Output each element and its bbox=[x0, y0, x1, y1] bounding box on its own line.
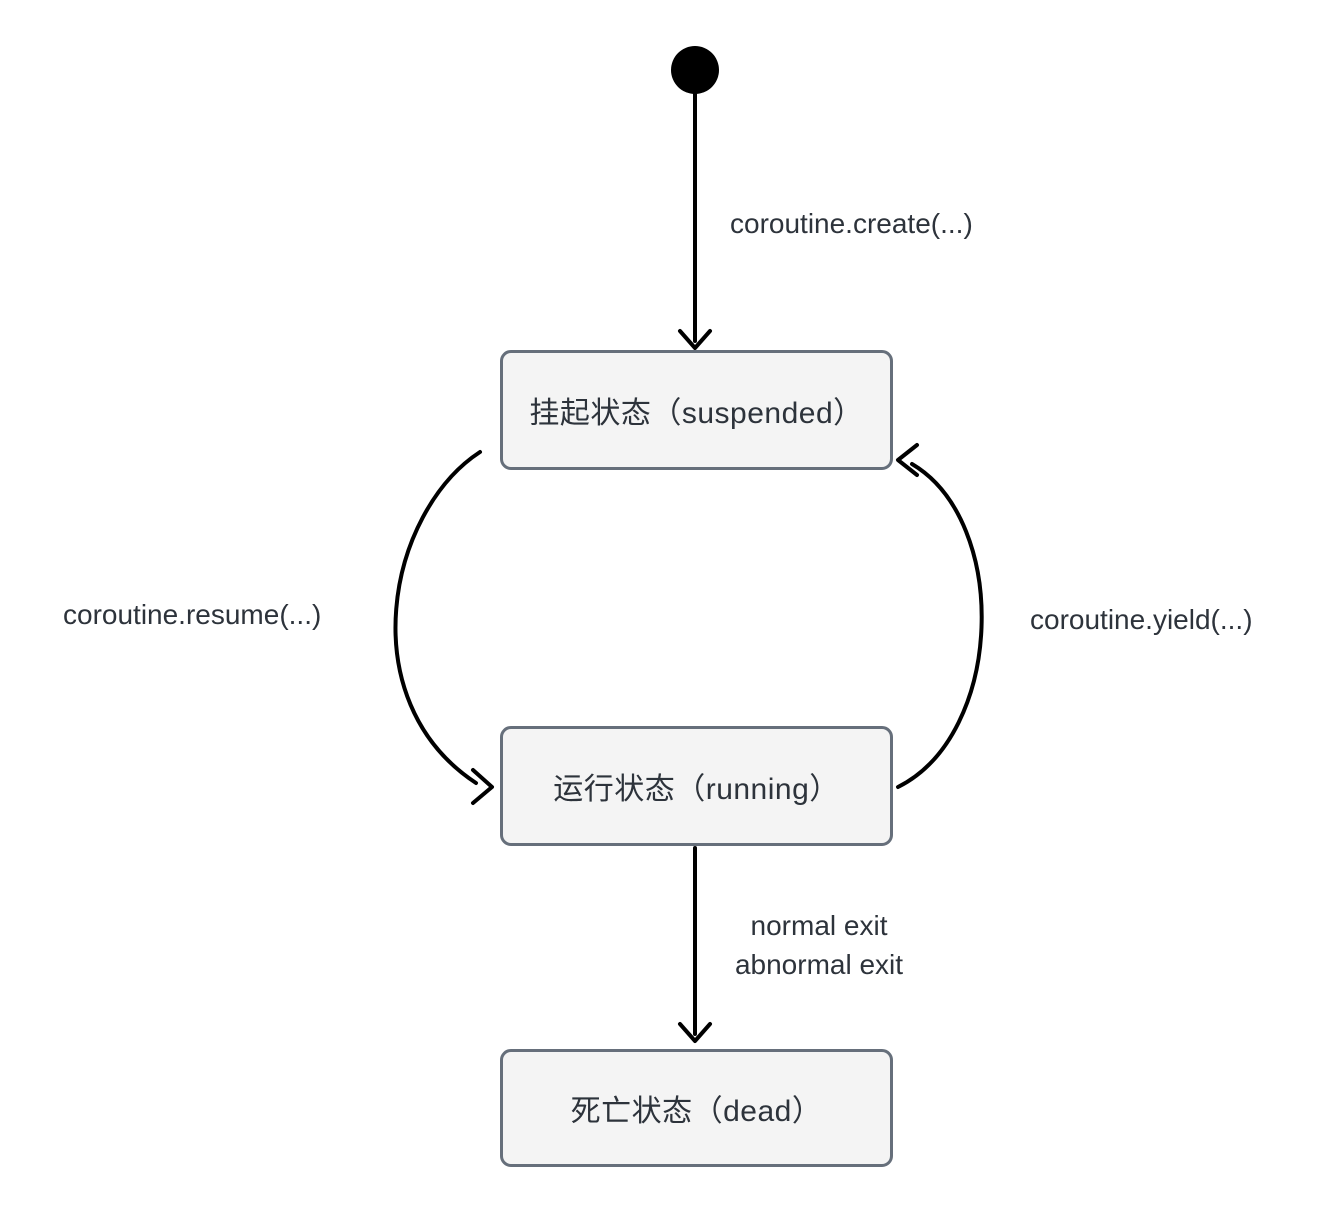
state-label-running: 运行状态（running） bbox=[553, 773, 840, 806]
edge-label-exit-line1: normal exit bbox=[750, 910, 888, 941]
state-label-dead: 死亡状态（dead） bbox=[570, 1095, 823, 1128]
state-node-dead: 死亡状态（dead） bbox=[500, 1049, 893, 1167]
state-label-suspended: 挂起状态（suspended） bbox=[529, 397, 864, 430]
edge-label-exit-line2: abnormal exit bbox=[734, 949, 904, 980]
edge-label-yield: coroutine.yield(...) bbox=[1030, 604, 1253, 635]
edge-label-exit: normal exit abnormal exit bbox=[669, 906, 969, 984]
edge-label-resume: coroutine.resume(...) bbox=[63, 599, 322, 630]
edge-yield-arrow bbox=[896, 443, 984, 789]
state-node-suspended: 挂起状态（suspended） bbox=[500, 350, 893, 470]
edge-create-arrow bbox=[678, 92, 712, 350]
edge-resume-arrow bbox=[393, 450, 494, 805]
edge-label-create: coroutine.create(...) bbox=[730, 208, 973, 239]
initial-state-dot-icon bbox=[671, 46, 719, 94]
state-node-running: 运行状态（running） bbox=[500, 726, 893, 846]
